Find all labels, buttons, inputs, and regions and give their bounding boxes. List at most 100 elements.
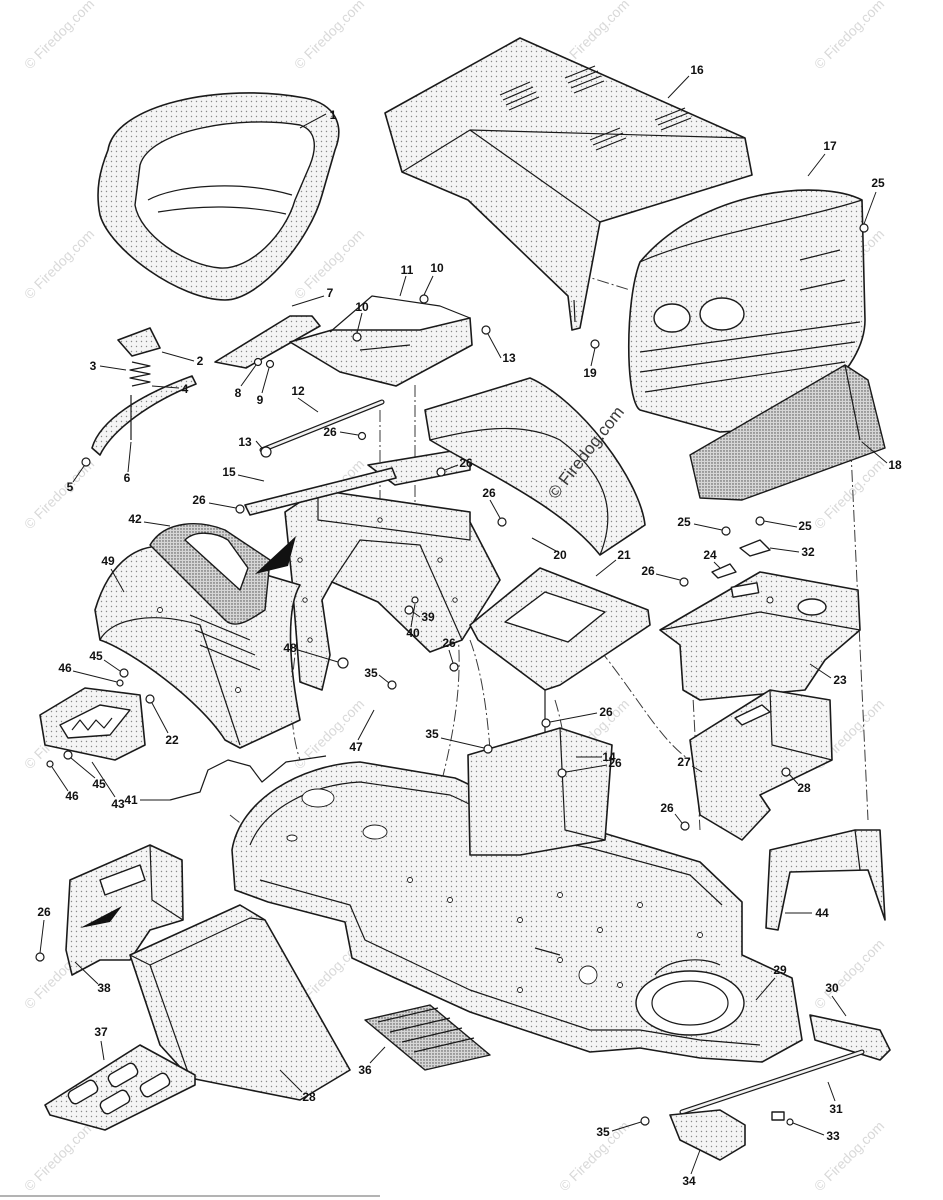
dash-lower-part <box>689 689 833 841</box>
tray-rib <box>99 1089 131 1115</box>
bolt-hardware <box>235 504 245 514</box>
watermark-text: © Firedog.com <box>291 696 367 772</box>
seat-support-frame-part <box>284 489 501 691</box>
bolt-hardware <box>357 431 367 441</box>
callout-label: 20 <box>553 548 567 562</box>
leader-line <box>297 649 339 663</box>
bolt-hardware <box>253 357 263 367</box>
front-bracket-part <box>765 829 886 931</box>
leader-line <box>110 568 125 593</box>
leader-line <box>412 611 421 618</box>
callout-label: 12 <box>291 384 305 398</box>
leader-line <box>667 75 690 99</box>
axle-support-part <box>669 1109 746 1161</box>
bolt-hardware <box>497 517 507 527</box>
seat-adjust-lever-part <box>91 375 197 456</box>
leader-line <box>339 431 359 436</box>
leader-line <box>103 659 121 672</box>
callout-label: 40 <box>406 626 420 640</box>
leader-line <box>595 559 617 577</box>
callout-label: 8 <box>235 386 242 400</box>
bolt-hardware <box>411 596 419 604</box>
callout-label: 25 <box>798 519 812 533</box>
callout-label: 26 <box>192 493 206 507</box>
spring-part <box>129 361 151 387</box>
leader-line <box>807 153 826 177</box>
callout-label: 26 <box>482 486 496 500</box>
headlight-opening <box>653 303 691 333</box>
leader-line <box>72 465 85 483</box>
leader-line <box>448 649 454 664</box>
callout-label: 26 <box>641 564 655 578</box>
callout-label: 9 <box>257 393 264 407</box>
callout-label: 2 <box>197 354 204 368</box>
leader-line <box>91 761 116 798</box>
leader-line <box>74 961 99 985</box>
callout-label: 47 <box>349 740 363 754</box>
dash-opening <box>797 598 827 616</box>
footrest-part <box>129 904 351 1101</box>
callout-label: 25 <box>871 176 885 190</box>
leader-line <box>788 773 799 785</box>
leader-line <box>809 663 832 679</box>
bolt-hardware <box>419 294 429 304</box>
callout-label: 14 <box>602 750 616 764</box>
grille-lower-part <box>689 364 886 501</box>
leader-line <box>99 365 127 371</box>
bolt-hardware <box>63 750 73 760</box>
callout-label: 29 <box>773 963 787 977</box>
leader-line <box>378 674 390 684</box>
seat-lever-plate-part <box>117 327 161 357</box>
callout-label: 48 <box>283 641 297 655</box>
callout-label: 34 <box>682 1174 696 1188</box>
callout-label: 33 <box>826 1129 840 1143</box>
seat-plate-part <box>289 295 473 387</box>
hood-vent <box>499 65 692 151</box>
callout-label: 5 <box>67 480 74 494</box>
leader-line <box>440 737 485 749</box>
callout-label: 45 <box>89 649 103 663</box>
callout-label: 45 <box>92 777 106 791</box>
leader-line <box>410 603 416 628</box>
callout-label: 26 <box>37 905 51 919</box>
leader-line <box>489 499 501 519</box>
bolt-hardware <box>352 332 362 342</box>
callout-label: 35 <box>596 1125 610 1139</box>
leader-line <box>769 547 800 553</box>
bolt-hardware <box>265 359 275 369</box>
leader-line <box>693 523 723 531</box>
callout-label: 26 <box>459 456 473 470</box>
phantom-line <box>599 649 691 761</box>
frame-chassis-part <box>231 761 803 1063</box>
leader-line <box>792 1122 825 1136</box>
leader-line <box>590 347 596 367</box>
bolt-hardware <box>81 457 91 467</box>
rear-bracket-part <box>65 844 184 976</box>
bolt-hardware <box>145 694 155 704</box>
bolt-hardware <box>721 526 731 536</box>
leader-line <box>161 351 195 362</box>
bolt-hardware <box>404 605 414 615</box>
bolt-hardware <box>46 760 54 768</box>
bolt-hardware <box>449 662 459 672</box>
leader-line <box>127 441 132 473</box>
callout-label: 43 <box>111 797 125 811</box>
leader-line <box>444 464 459 471</box>
callout-label: 25 <box>677 515 691 529</box>
fender-insert-part <box>149 523 271 625</box>
headlight-opening <box>699 297 745 331</box>
bolt-hardware <box>35 952 45 962</box>
callout-label: 32 <box>801 545 815 559</box>
leader-line <box>831 995 847 1017</box>
leader-line <box>399 275 407 297</box>
callout-label: 26 <box>323 425 337 439</box>
tray-rib <box>139 1072 171 1098</box>
callout-label: 26 <box>660 801 674 815</box>
watermark-text: © Firedog.com <box>811 0 887 72</box>
callout-label: 41 <box>124 793 138 807</box>
leader-line <box>674 813 683 824</box>
leader-line <box>208 502 237 509</box>
callout-label: 21 <box>617 548 631 562</box>
callout-label: 39 <box>421 610 435 624</box>
bolt-hardware <box>755 516 765 526</box>
